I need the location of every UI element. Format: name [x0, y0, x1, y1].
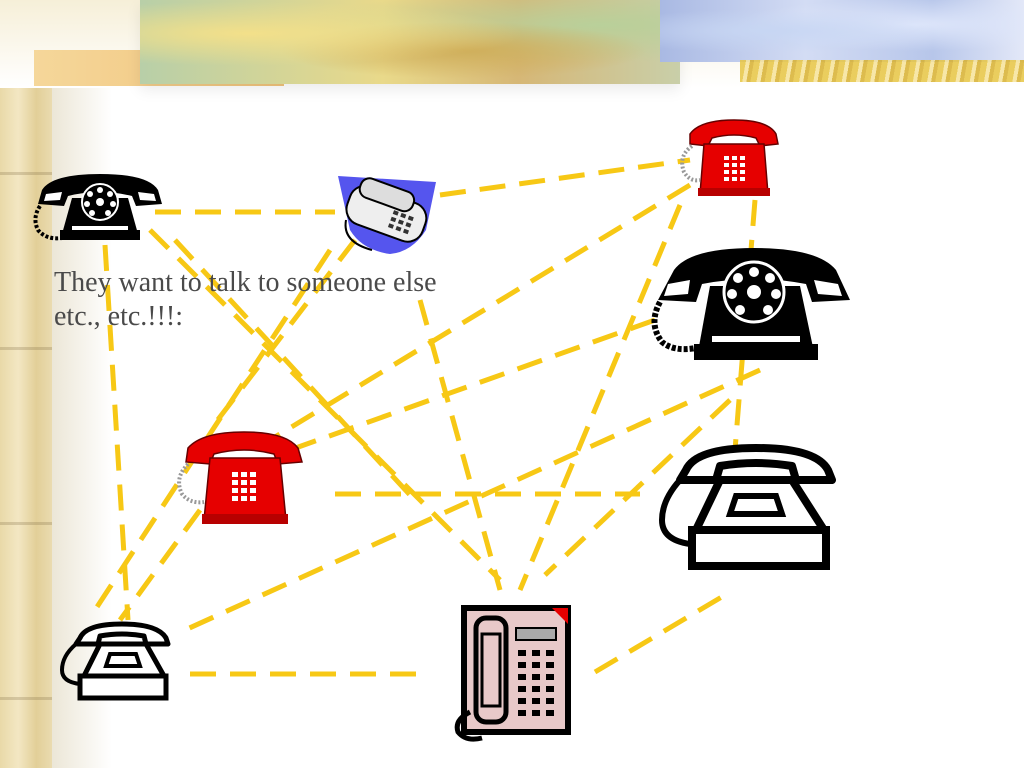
banner-tile-autumn-leaves — [140, 0, 680, 84]
banner-tile-blue — [660, 0, 1024, 62]
rotary-phone-black-large-icon — [651, 248, 850, 360]
connection-line — [173, 238, 412, 497]
rotary-phone-black-small-icon — [33, 174, 162, 241]
connection-line — [543, 398, 732, 577]
slide-caption: They want to talk to someone else etc., … — [54, 266, 534, 334]
connection-line — [289, 317, 656, 453]
connection-line — [439, 157, 691, 198]
red-rotary-phone-top-icon — [680, 119, 779, 196]
connection-line — [417, 299, 503, 591]
outline-phone-small-icon — [59, 621, 171, 701]
connection-line — [183, 367, 762, 633]
desk-phone-blue-icon — [338, 176, 436, 254]
connection-line — [593, 592, 727, 675]
caption-line-1: They want to talk to someone else — [54, 267, 437, 298]
connection-line — [117, 508, 203, 622]
caption-line-2: etc., etc.!!!: — [54, 301, 184, 332]
connection-line — [102, 244, 131, 621]
wall-phone-pink-icon — [454, 605, 571, 742]
connection-line — [268, 182, 692, 443]
connection-line — [517, 204, 683, 591]
red-push-button-phone-icon — [177, 431, 303, 524]
outline-phone-large-icon — [658, 444, 836, 570]
banner-tile-wheat — [740, 60, 1024, 82]
connection-line — [92, 248, 333, 612]
parchment-left-strip — [0, 0, 52, 768]
